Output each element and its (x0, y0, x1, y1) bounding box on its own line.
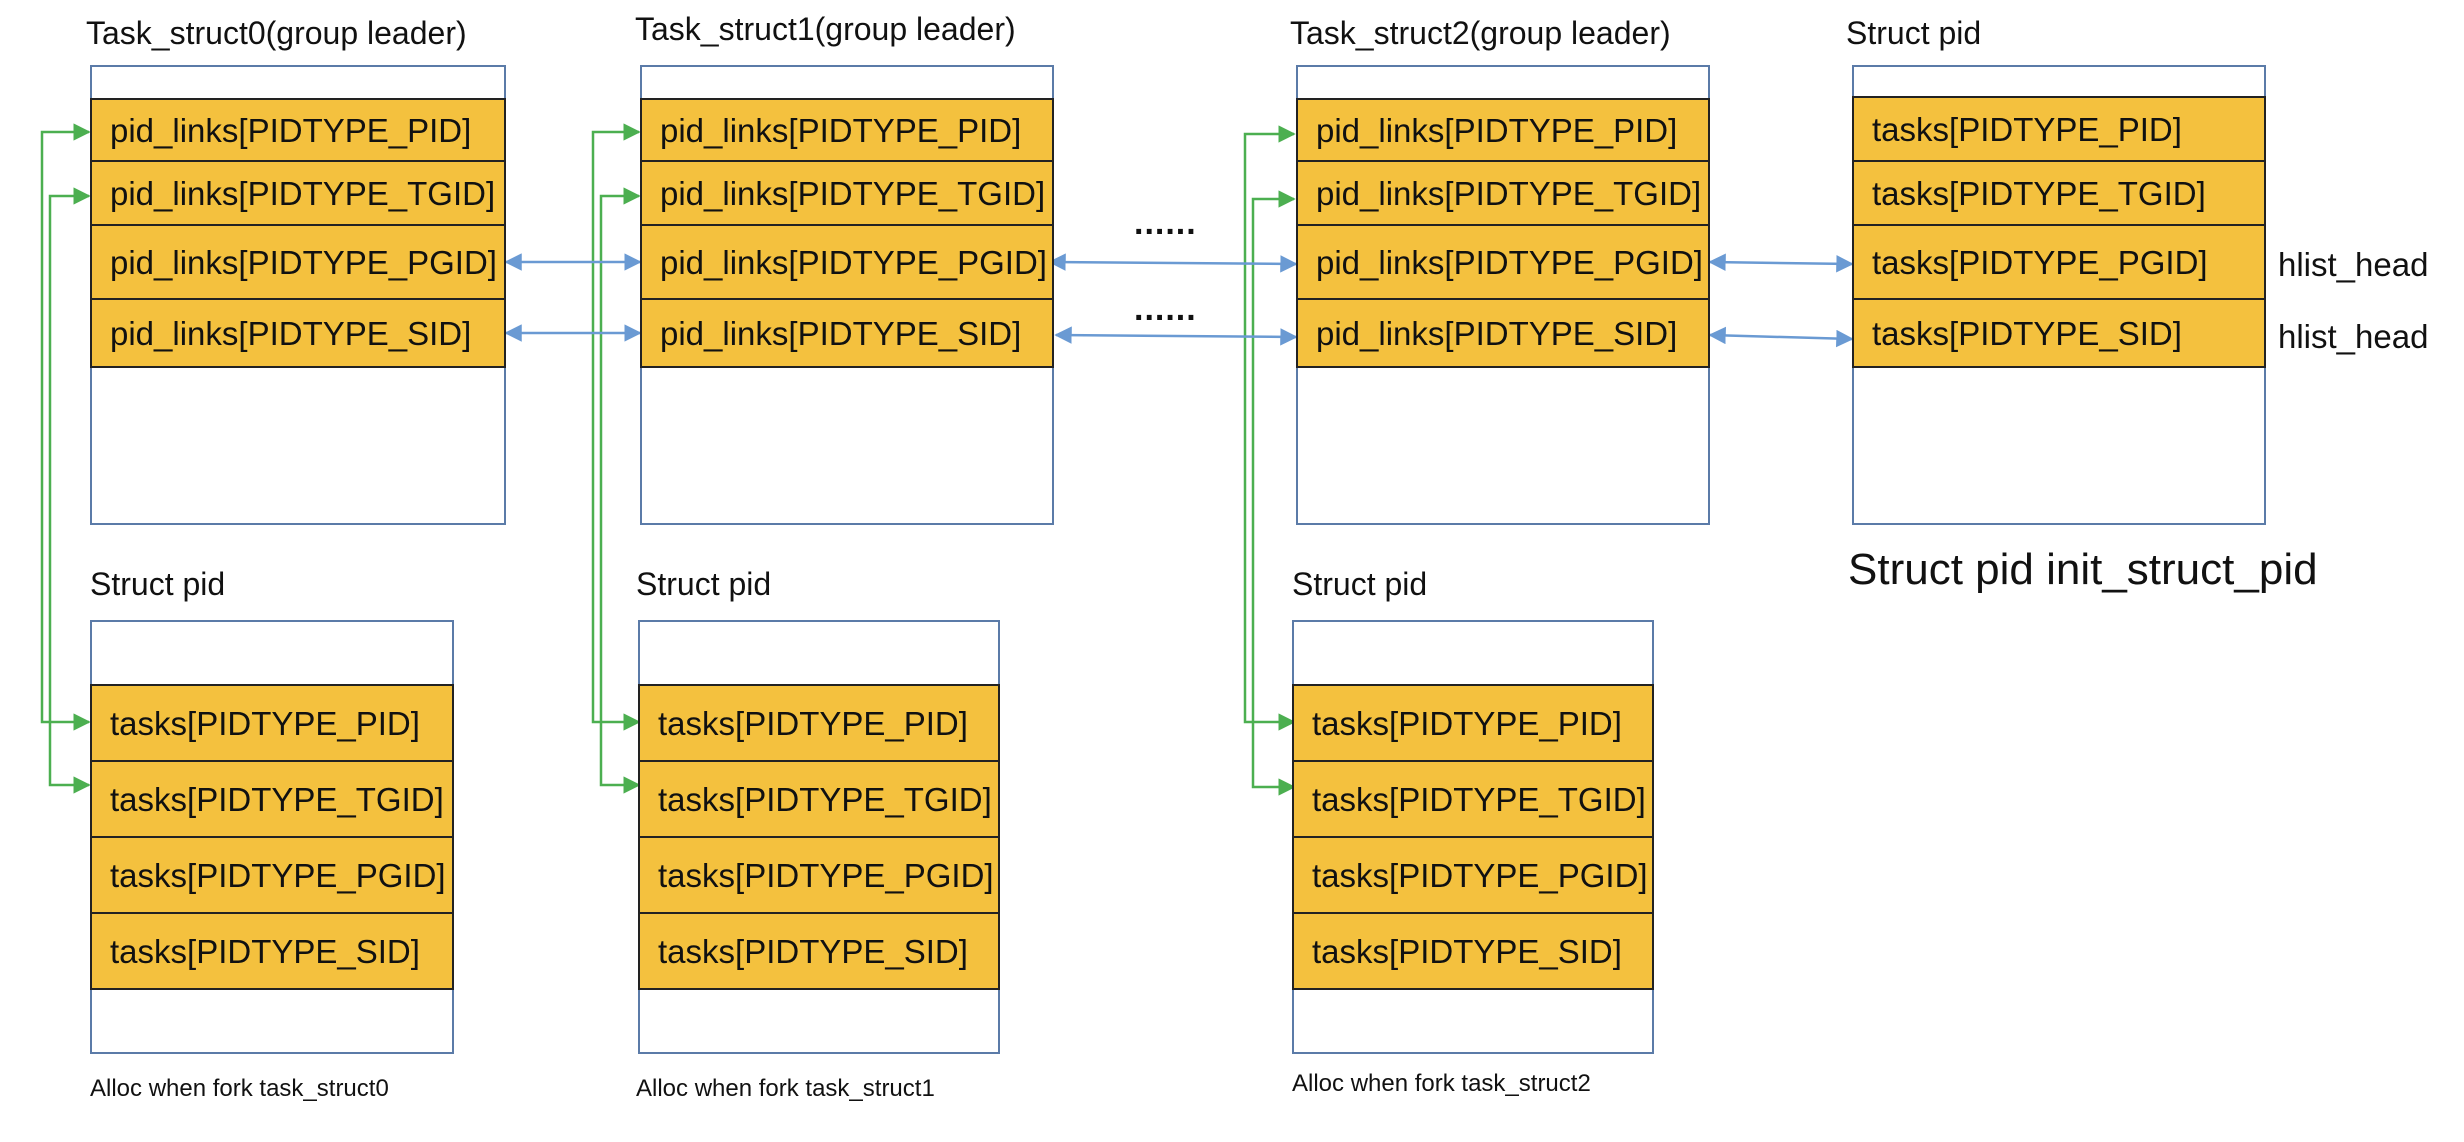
init-pid-caption: Struct pid init_struct_pid (1848, 545, 2318, 594)
pid-struct0-caption: Alloc when fork task_struct0 (90, 1075, 389, 1102)
pid1-field-sid: tasks[PIDTYPE_SID] (638, 912, 1000, 990)
pid1-field-pid: tasks[PIDTYPE_PID] (638, 684, 1000, 762)
link-tgid-1 (599, 187, 641, 794)
pgid-1-2 (1048, 253, 1298, 273)
init-field-sid: tasks[PIDTYPE_SID] (1852, 298, 2266, 368)
pid0-field-pgid: tasks[PIDTYPE_PGID] (90, 836, 454, 914)
pid2-field-pid: tasks[PIDTYPE_PID] (1292, 684, 1654, 762)
sid-1-2 (1054, 326, 1298, 346)
sid-2-init (1708, 326, 1854, 348)
pid0-field-sid: tasks[PIDTYPE_SID] (90, 912, 454, 990)
ellipsis-sid: ...... (1134, 290, 1197, 328)
task-struct1-box: pid_links[PIDTYPE_PID] pid_links[PIDTYPE… (640, 65, 1054, 525)
pid0-field-tgid: tasks[PIDTYPE_TGID] (90, 760, 454, 838)
pid-struct1-caption: Alloc when fork task_struct1 (636, 1075, 935, 1102)
task0-field-pgid: pid_links[PIDTYPE_PGID] (90, 224, 506, 300)
task1-field-pgid: pid_links[PIDTYPE_PGID] (640, 224, 1054, 300)
pid0-field-pid: tasks[PIDTYPE_PID] (90, 684, 454, 762)
link-pid-1 (591, 123, 641, 731)
task-struct2-title: Task_struct2(group leader) (1290, 15, 1671, 51)
task-struct1-title: Task_struct1(group leader) (635, 11, 1016, 47)
pid-struct0-title: Struct pid (90, 566, 226, 602)
task1-field-pid: pid_links[PIDTYPE_PID] (640, 98, 1054, 162)
pgid-2-init (1708, 253, 1854, 273)
link-pid-2 (1243, 125, 1296, 731)
pid-struct1-title: Struct pid (636, 566, 772, 602)
task2-field-sid: pid_links[PIDTYPE_SID] (1296, 298, 1710, 368)
task1-field-sid: pid_links[PIDTYPE_SID] (640, 298, 1054, 368)
task-struct0-title: Task_struct0(group leader) (86, 15, 467, 51)
task0-field-tgid: pid_links[PIDTYPE_TGID] (90, 160, 506, 226)
task1-field-tgid: pid_links[PIDTYPE_TGID] (640, 160, 1054, 226)
pid2-field-sid: tasks[PIDTYPE_SID] (1292, 912, 1654, 990)
task2-field-pgid: pid_links[PIDTYPE_PGID] (1296, 224, 1710, 300)
task-struct0-box: pid_links[PIDTYPE_PID] pid_links[PIDTYPE… (90, 65, 506, 525)
hlist-head-label-pgid: hlist_head (2278, 246, 2429, 283)
link-pid-0 (40, 123, 91, 731)
pid-struct0-box: tasks[PIDTYPE_PID] tasks[PIDTYPE_TGID] t… (90, 620, 454, 1054)
hlist-head-label-sid: hlist_head (2278, 318, 2429, 355)
blue-links (504, 253, 1854, 348)
green-links-2 (1243, 125, 1296, 796)
pid-struct2-caption: Alloc when fork task_struct2 (1292, 1070, 1591, 1097)
init-field-pid: tasks[PIDTYPE_PID] (1852, 96, 2266, 162)
pid1-field-tgid: tasks[PIDTYPE_TGID] (638, 760, 1000, 838)
task-struct2-box: pid_links[PIDTYPE_PID] pid_links[PIDTYPE… (1296, 65, 1710, 525)
pid1-field-pgid: tasks[PIDTYPE_PGID] (638, 836, 1000, 914)
task2-field-pid: pid_links[PIDTYPE_PID] (1296, 98, 1710, 162)
task0-field-sid: pid_links[PIDTYPE_SID] (90, 298, 506, 368)
green-links-1 (591, 123, 641, 794)
init-field-tgid: tasks[PIDTYPE_TGID] (1852, 160, 2266, 226)
ellipsis-pgid: ...... (1134, 204, 1197, 242)
init-field-pgid: tasks[PIDTYPE_PGID] (1852, 224, 2266, 300)
green-links-0 (40, 123, 91, 794)
task0-field-pid: pid_links[PIDTYPE_PID] (90, 98, 506, 162)
init-pid-title: Struct pid (1846, 15, 1982, 51)
pid2-field-tgid: tasks[PIDTYPE_TGID] (1292, 760, 1654, 838)
pid-struct2-title: Struct pid (1292, 566, 1428, 602)
link-tgid-2 (1251, 190, 1296, 796)
pid-struct2-box: tasks[PIDTYPE_PID] tasks[PIDTYPE_TGID] t… (1292, 620, 1654, 1054)
pid-struct1-box: tasks[PIDTYPE_PID] tasks[PIDTYPE_TGID] t… (638, 620, 1000, 1054)
task2-field-tgid: pid_links[PIDTYPE_TGID] (1296, 160, 1710, 226)
pid2-field-pgid: tasks[PIDTYPE_PGID] (1292, 836, 1654, 914)
link-tgid-0 (48, 187, 91, 794)
init-pid-box: tasks[PIDTYPE_PID] tasks[PIDTYPE_TGID] t… (1852, 65, 2266, 525)
